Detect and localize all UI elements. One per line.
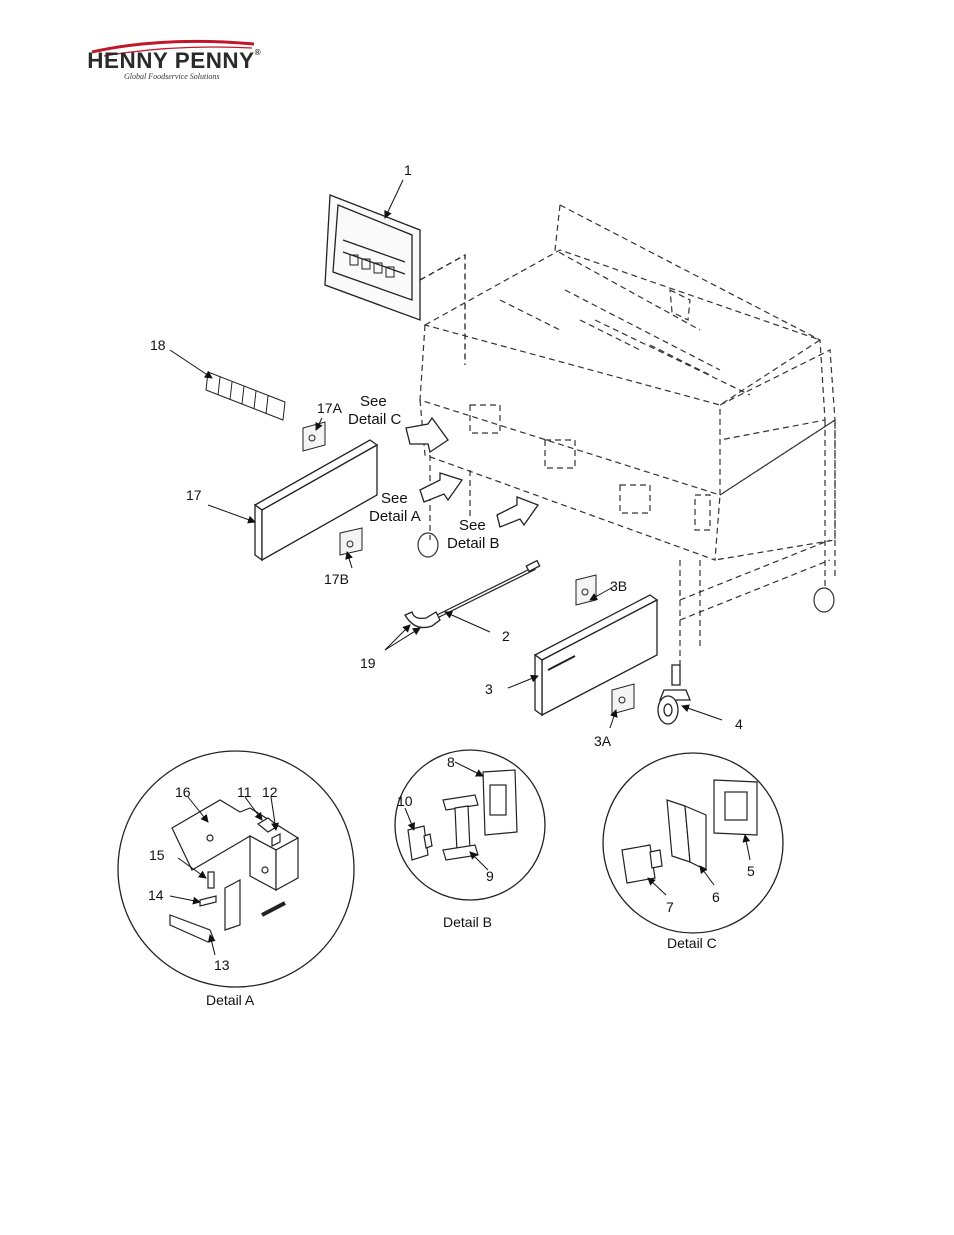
label-part-15: 15	[149, 847, 165, 863]
callout-see-c-line1: See	[360, 393, 387, 410]
label-part-8: 8	[447, 754, 455, 770]
detail-b: 8 10 9 Detail B	[395, 750, 545, 930]
label-part-18: 18	[150, 337, 166, 353]
bracket-3a	[612, 684, 634, 714]
label-part-11: 11	[237, 784, 252, 800]
callout-see-b-line1: See	[459, 517, 486, 534]
callout-see-a-line2: Detail A	[369, 508, 421, 525]
label-part-7: 7	[666, 899, 674, 915]
bracket-17b	[340, 528, 362, 555]
detail-c-caption: Detail C	[667, 935, 717, 951]
label-part-14: 14	[148, 887, 164, 903]
label-part-16: 16	[175, 784, 191, 800]
detail-a-caption: Detail A	[206, 992, 255, 1008]
label-part-4: 4	[735, 716, 743, 732]
label-part-17b: 17B	[324, 571, 349, 587]
callout-see-a-line1: See	[381, 490, 408, 507]
caster-wheel	[658, 665, 690, 724]
label-part-17: 17	[186, 487, 202, 503]
label-part-19: 19	[360, 655, 376, 671]
label-part-1: 1	[404, 162, 412, 178]
label-part-10: 10	[397, 793, 413, 809]
label-part-3b: 3B	[610, 578, 627, 594]
label-part-2: 2	[502, 628, 510, 644]
detail-a: 16 11 12 15 14 13 Detail A	[118, 751, 354, 1008]
callout-see-b-line2: Detail B	[447, 535, 500, 552]
label-part-5: 5	[747, 863, 755, 879]
label-strip	[206, 372, 285, 420]
detail-b-caption: Detail B	[443, 914, 492, 930]
drain-rod	[405, 561, 540, 628]
callout-see-c-line2: Detail C	[348, 411, 402, 428]
detail-c: 5 6 7 Detail C	[603, 753, 783, 951]
right-front-panel	[535, 595, 657, 715]
label-part-13: 13	[214, 957, 230, 973]
label-part-6: 6	[712, 889, 720, 905]
label-part-17a: 17A	[317, 400, 343, 416]
label-part-3a: 3A	[594, 733, 612, 749]
bracket-3b	[576, 575, 596, 605]
control-panel-overlay	[325, 195, 465, 365]
label-part-3: 3	[485, 681, 493, 697]
label-part-12: 12	[262, 784, 278, 800]
bracket-17a	[303, 422, 325, 451]
label-part-9: 9	[486, 868, 494, 884]
